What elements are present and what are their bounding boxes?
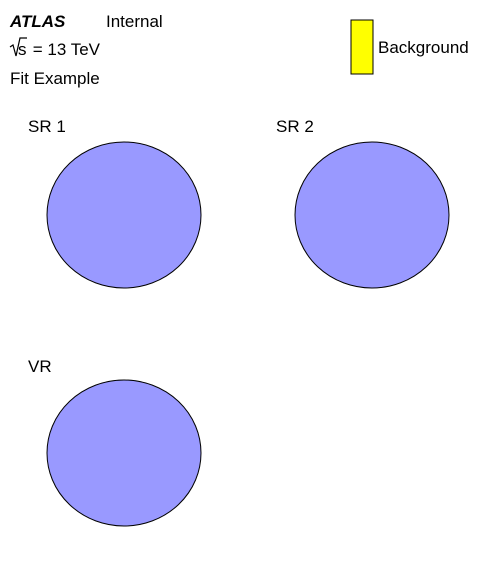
- energy-label: s = 13 TeV: [9, 37, 101, 59]
- pie-slice-sr1-0: [46, 141, 202, 289]
- pie-title-sr2: SR 2: [276, 117, 314, 136]
- pie-title-sr1: SR 1: [28, 117, 66, 136]
- legend-swatch-background: [350, 19, 374, 75]
- sqrt-symbol-icon: [9, 37, 27, 57]
- energy-value: = 13 TeV: [28, 40, 101, 59]
- legend-label-background: Background: [378, 38, 469, 57]
- energy-sqrt-arg: s: [18, 40, 27, 59]
- pie-slice-sr2-0: [294, 141, 450, 289]
- subtitle: Fit Example: [10, 69, 100, 88]
- status-label: Internal: [106, 12, 163, 31]
- pie-title-vr: VR: [28, 357, 52, 376]
- atlas-label: ATLAS: [9, 12, 66, 31]
- legend: Background: [350, 19, 469, 75]
- pie-slice-vr-0: [46, 379, 202, 527]
- pies-group: [46, 141, 450, 527]
